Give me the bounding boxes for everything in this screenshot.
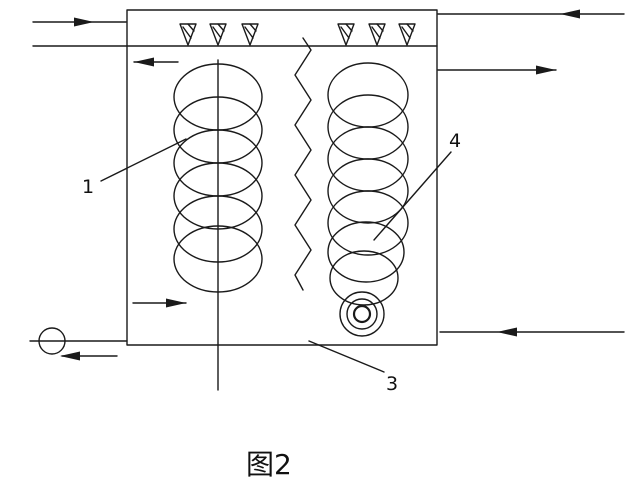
coil-spiral-end xyxy=(339,291,385,337)
label-left-coil: 1 xyxy=(82,176,94,198)
leader-line-1 xyxy=(100,138,187,182)
spray-nozzle-icon xyxy=(209,23,227,46)
spray-nozzle-icon xyxy=(337,23,355,46)
zigzag-baffle xyxy=(294,37,312,291)
spray-nozzle-group-right xyxy=(337,23,416,46)
flow-arrow-bottom-left-outlet xyxy=(60,351,118,361)
spray-nozzle-icon xyxy=(398,23,416,46)
pump-icon xyxy=(38,327,66,355)
flow-arrow-bottom-right-inlet xyxy=(439,327,625,337)
flow-arrow-top-right-inlet xyxy=(437,9,625,19)
spray-nozzle-icon xyxy=(241,23,259,46)
spray-nozzle-icon xyxy=(368,23,386,46)
right-coil xyxy=(327,62,409,306)
flow-arrow-top-left-inlet xyxy=(32,17,127,27)
flow-arrow-right-outlet xyxy=(437,65,557,75)
label-right-coil: 4 xyxy=(449,130,461,152)
spray-nozzle-icon xyxy=(179,23,197,46)
leader-line-3 xyxy=(308,340,385,373)
figure-caption: 图2 xyxy=(246,448,292,481)
leader-line-4 xyxy=(373,151,452,241)
label-zigzag-baffle: 3 xyxy=(386,373,398,395)
spray-nozzle-group-left xyxy=(179,23,259,46)
flow-arrow-inner-top-left xyxy=(133,57,179,67)
flow-arrow-inner-bottom-left xyxy=(132,298,187,308)
enclosure-box xyxy=(126,9,438,346)
